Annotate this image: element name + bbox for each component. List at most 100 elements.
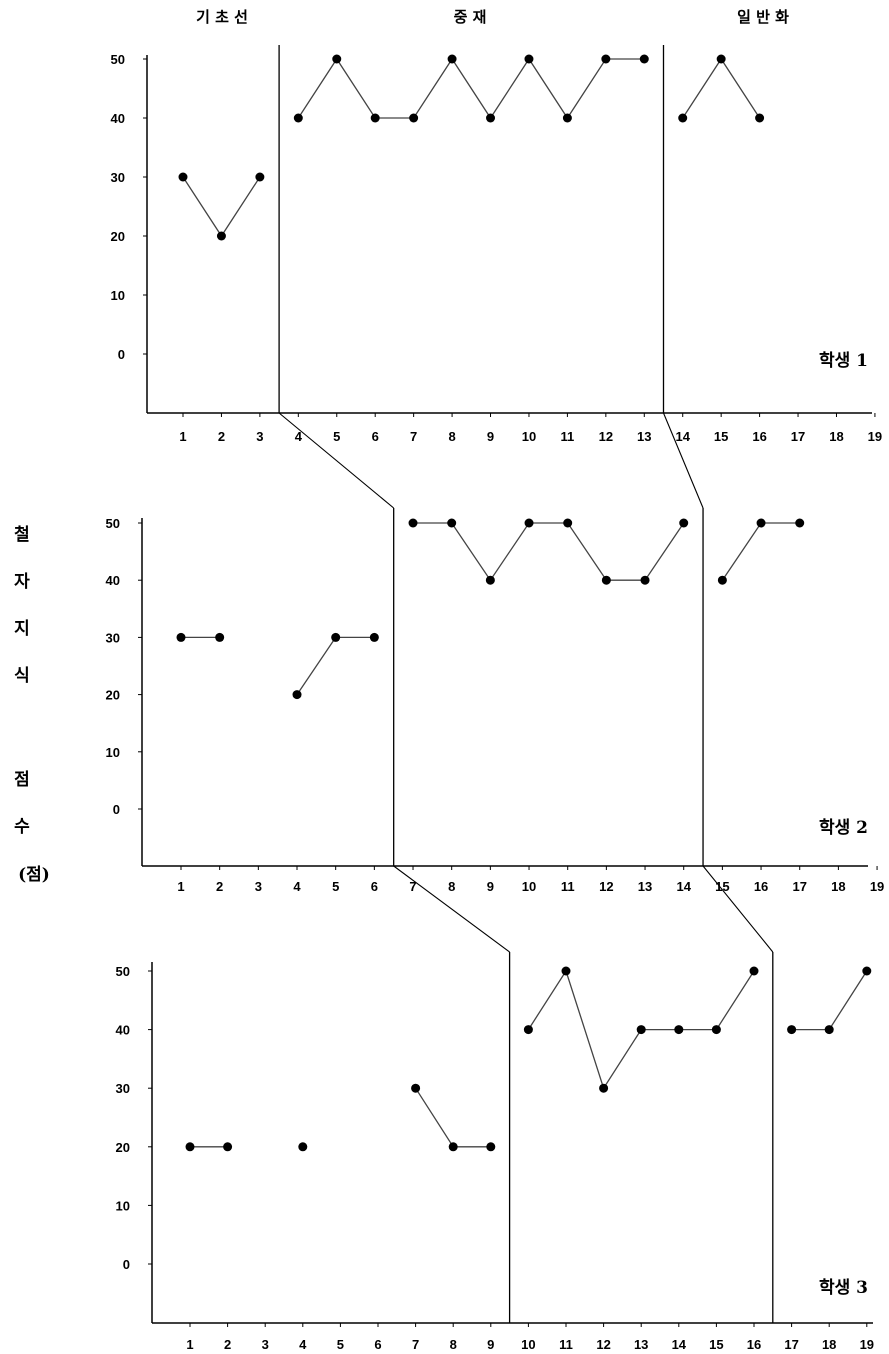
phase-title-baseline: 기 초 선 [196, 8, 248, 26]
x-tick-label: 13 [637, 429, 651, 444]
series-line [682, 57, 761, 119]
x-tick-label: 17 [784, 1337, 798, 1352]
x-tick-label: 19 [868, 429, 882, 444]
data-point [523, 1025, 533, 1035]
x-tick-label: 17 [791, 429, 805, 444]
data-point [369, 632, 379, 642]
x-tick-label: 19 [860, 1337, 874, 1352]
series-line [296, 636, 375, 695]
data-point [717, 575, 727, 585]
phase-connector-line [393, 865, 510, 953]
x-tick-label: 12 [599, 879, 613, 894]
data-point [862, 966, 872, 976]
data-point [755, 113, 765, 123]
x-tick-label: 8 [448, 879, 455, 894]
data-point [255, 172, 265, 182]
data-point [561, 966, 571, 976]
x-tick-label: 4 [295, 429, 303, 444]
y-axis-label-char: 지 [14, 619, 30, 639]
x-tick-label: 16 [752, 429, 766, 444]
data-point [447, 518, 457, 528]
data-point [332, 54, 342, 64]
x-tick-label: 4 [299, 1337, 307, 1352]
series-line [791, 970, 868, 1031]
x-tick-label: 7 [410, 429, 417, 444]
y-tick-label: 10 [116, 1198, 130, 1213]
data-point [486, 1142, 496, 1152]
x-tick-label: 6 [372, 429, 379, 444]
x-tick-label: 10 [522, 879, 536, 894]
x-tick-label: 6 [371, 879, 378, 894]
data-point [524, 518, 534, 528]
x-tick-label: 14 [675, 429, 690, 444]
x-tick-label: 13 [638, 879, 652, 894]
data-point [292, 690, 302, 700]
x-tick-label: 18 [831, 879, 845, 894]
y-tick-label: 0 [113, 802, 120, 817]
y-tick-label: 50 [111, 52, 125, 67]
x-tick-label: 16 [754, 879, 768, 894]
x-tick-label: 11 [561, 429, 575, 444]
data-point [636, 1025, 646, 1035]
data-point [411, 1083, 421, 1093]
data-point [824, 1025, 834, 1035]
x-tick-label: 17 [792, 879, 806, 894]
x-tick-label: 8 [448, 429, 455, 444]
data-point [178, 172, 188, 182]
x-tick-label: 3 [262, 1337, 269, 1352]
x-tick-label: 15 [715, 879, 729, 894]
x-tick-label: 11 [561, 879, 575, 894]
data-point [370, 113, 380, 123]
student-label: 학생 3 [819, 1278, 868, 1298]
y-tick-label: 10 [111, 288, 125, 303]
y-axis-label-char: 철 [14, 525, 30, 545]
x-tick-label: 15 [709, 1337, 723, 1352]
data-point [711, 1025, 721, 1035]
phase-connector-line [278, 412, 395, 509]
data-point [524, 54, 534, 64]
data-point [601, 54, 611, 64]
x-tick-label: 7 [409, 879, 416, 894]
data-point [447, 54, 457, 64]
x-tick-label: 13 [634, 1337, 648, 1352]
data-point [716, 54, 726, 64]
data-point [486, 113, 496, 123]
y-axis-label-char: 자 [14, 572, 30, 592]
series-line [297, 57, 645, 120]
data-point [562, 113, 572, 123]
y-tick-label: 10 [106, 745, 120, 760]
x-tick-label: 2 [224, 1337, 231, 1352]
y-tick-label: 40 [116, 1023, 130, 1038]
x-tick-label: 5 [333, 429, 340, 444]
x-tick-label: 1 [186, 1337, 193, 1352]
y-tick-label: 0 [123, 1257, 130, 1272]
phase-connector-line [662, 412, 704, 509]
phase-connector-line [702, 865, 774, 953]
data-point [601, 575, 611, 585]
data-point [293, 113, 303, 123]
y-tick-label: 30 [106, 630, 120, 645]
x-tick-label: 3 [256, 429, 263, 444]
phase-title-intervention: 중 재 [454, 8, 487, 26]
y-axis-label: 철 자 지 식 점 수 (점) [14, 525, 50, 885]
x-tick-label: 8 [450, 1337, 457, 1352]
y-axis-label-char: 수 [14, 817, 30, 837]
data-point [679, 518, 689, 528]
y-tick-label: 20 [116, 1140, 130, 1155]
data-point [223, 1142, 233, 1152]
x-tick-label: 14 [676, 879, 691, 894]
data-point [448, 1142, 458, 1152]
series-line [415, 1087, 491, 1148]
x-tick-label: 6 [374, 1337, 381, 1352]
x-tick-label: 16 [747, 1337, 761, 1352]
y-axis-label-char: 식 [14, 666, 30, 686]
data-point [674, 1025, 684, 1035]
y-tick-label: 40 [106, 573, 120, 588]
data-point [795, 518, 805, 528]
x-tick-label: 9 [487, 1337, 494, 1352]
data-point [215, 632, 225, 642]
x-tick-label: 7 [412, 1337, 419, 1352]
